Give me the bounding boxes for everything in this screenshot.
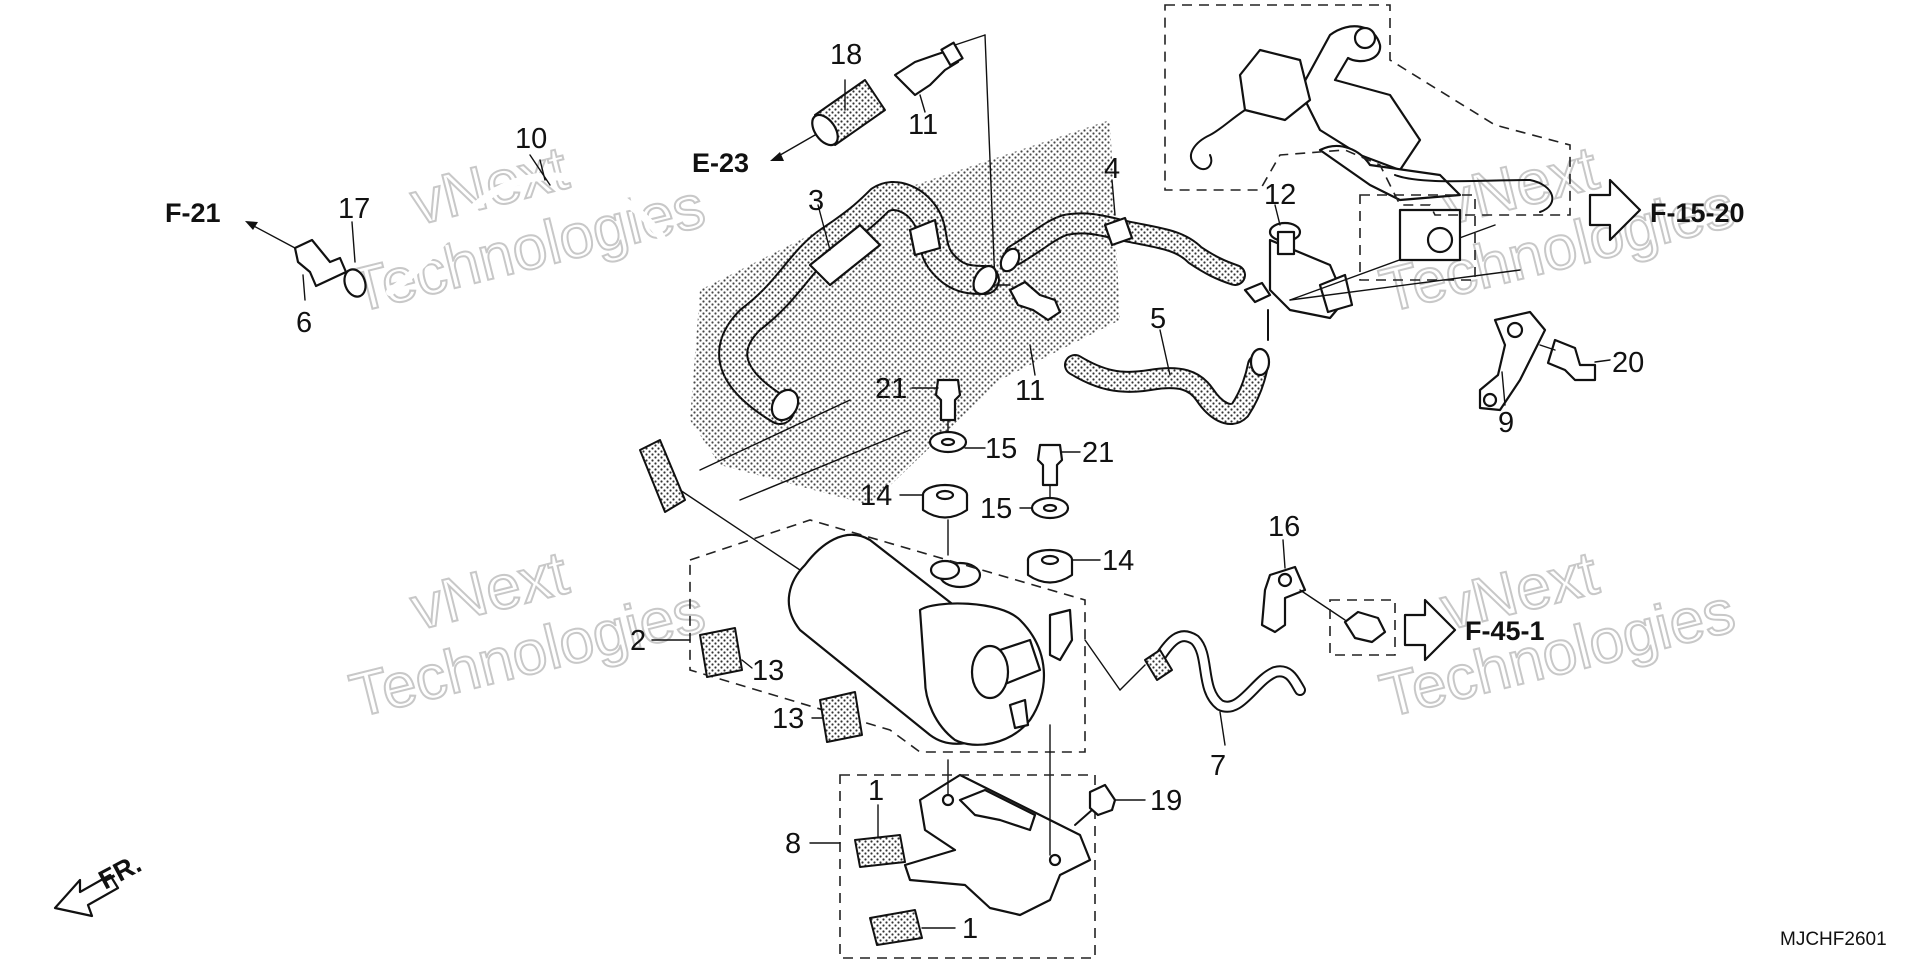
label-18: 18 [830,39,862,71]
ref-e23: E-23 [692,148,749,178]
grommet-14-left [921,483,969,519]
label-19: 19 [1150,785,1182,817]
label-11-top: 11 [908,109,938,141]
dashed-box-bracket [1164,4,1571,281]
f451-arrow [1403,598,1457,662]
label-21-right: 21 [1082,437,1114,469]
reference-labels: F-21 E-23 F-15-20 F-45-1 [165,148,1745,646]
label-15-left: 15 [985,433,1017,465]
f21-arrow [245,221,296,249]
label-17: 17 [338,193,370,225]
label-14-left: 14 [860,480,892,512]
hose-3 [718,181,1000,425]
label-9: 9 [1498,407,1514,439]
label-15-right: 15 [980,493,1012,525]
hose-5 [1064,347,1271,425]
bracket-assembly [1190,25,1554,262]
fitting-6 [293,238,348,288]
label-10: 10 [515,123,547,155]
pad-1-lower [869,909,923,946]
screw-16 [1343,610,1387,644]
dashed-box-screw [1329,599,1396,656]
label-2: 2 [630,625,646,657]
label-11-mid: 11 [1015,375,1045,407]
label-3: 3 [808,185,824,217]
bolt-19 [1074,783,1117,826]
hose-10 [386,159,694,514]
hose-4 [999,212,1246,286]
bolt-21-left [934,378,962,422]
fitting-11-mid [1008,280,1062,322]
pad-13-upper [699,627,743,678]
clip-16 [1260,565,1307,634]
label-14-right: 14 [1102,545,1134,577]
ref-f1520: F-15-20 [1650,198,1745,228]
dashed-box-bracket-8 [839,774,1096,959]
label-21-left: 21 [875,373,907,405]
label-13-upper: 13 [752,655,784,687]
label-16: 16 [1268,511,1300,543]
diagram-code: MJCHF2601 [1780,929,1887,950]
label-1-upper: 1 [868,775,884,807]
label-6: 6 [296,307,312,339]
dashed-box-canister [689,519,1086,753]
label-5: 5 [1150,303,1166,335]
front-direction-arrow [53,873,120,918]
bracket-8 [903,773,1092,917]
clamp-17 [343,268,367,298]
f1520-arrow [1588,178,1642,242]
ref-f21: F-21 [165,198,221,228]
ref-f451: F-45-1 [1465,616,1545,646]
part-labels: 10 17 6 18 11 3 4 12 5 11 9 20 21 15 14 … [296,39,1644,945]
grommet-14-right [1026,548,1074,584]
e23-arrow [770,134,816,161]
pad-13-lower [819,691,863,743]
label-12: 12 [1264,179,1296,211]
label-7: 7 [1210,750,1226,782]
valve-12 [1243,221,1354,341]
label-13-lower: 13 [772,703,804,735]
label-20: 20 [1612,347,1644,379]
hose-7 [1144,630,1306,713]
bolt-20 [1546,338,1597,382]
bolt-21-right [1036,443,1064,487]
label-8: 8 [785,828,801,860]
washer-15-right [1030,496,1070,520]
canister-2 [787,533,1074,746]
label-4: 4 [1104,153,1120,185]
bracket-9 [1478,310,1547,412]
leader-lines [302,79,1611,929]
pad-1-upper [854,834,906,868]
label-1-lower: 1 [962,913,978,945]
washer-15-left [928,430,968,454]
tube-18 [811,79,886,147]
fitting-11-top [893,41,964,97]
